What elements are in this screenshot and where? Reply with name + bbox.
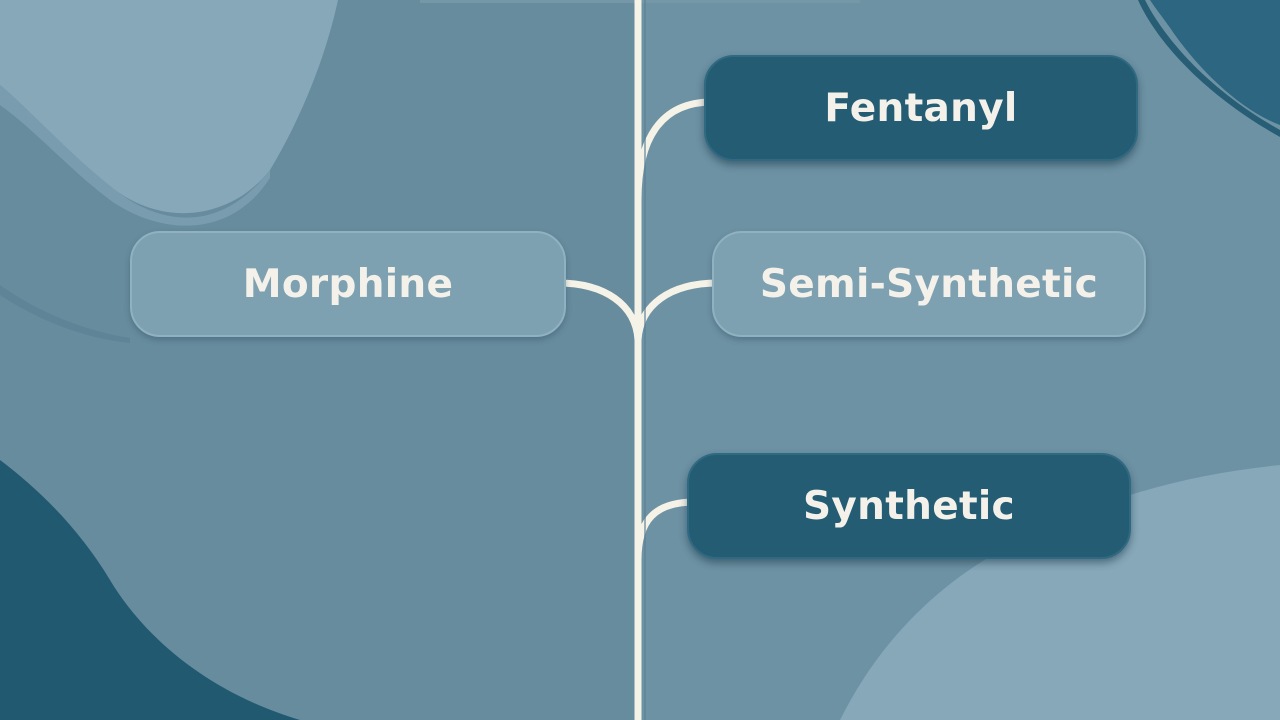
connector-fentanyl [634, 98, 716, 204]
node-label-morphine: Morphine [242, 261, 454, 307]
node-morphine: Morphine [130, 231, 566, 337]
connector-morphine [554, 279, 642, 344]
node-label-semi-synthetic: Semi-Synthetic [759, 261, 1099, 307]
node-semi-synthetic: Semi-Synthetic [712, 231, 1146, 337]
connector-semi-synthetic [634, 279, 722, 344]
node-fentanyl: Fentanyl [704, 55, 1138, 161]
connector-synthetic [634, 498, 699, 564]
node-synthetic: Synthetic [687, 453, 1131, 559]
node-label-synthetic: Synthetic [803, 483, 1015, 529]
node-label-fentanyl: Fentanyl [824, 85, 1018, 131]
